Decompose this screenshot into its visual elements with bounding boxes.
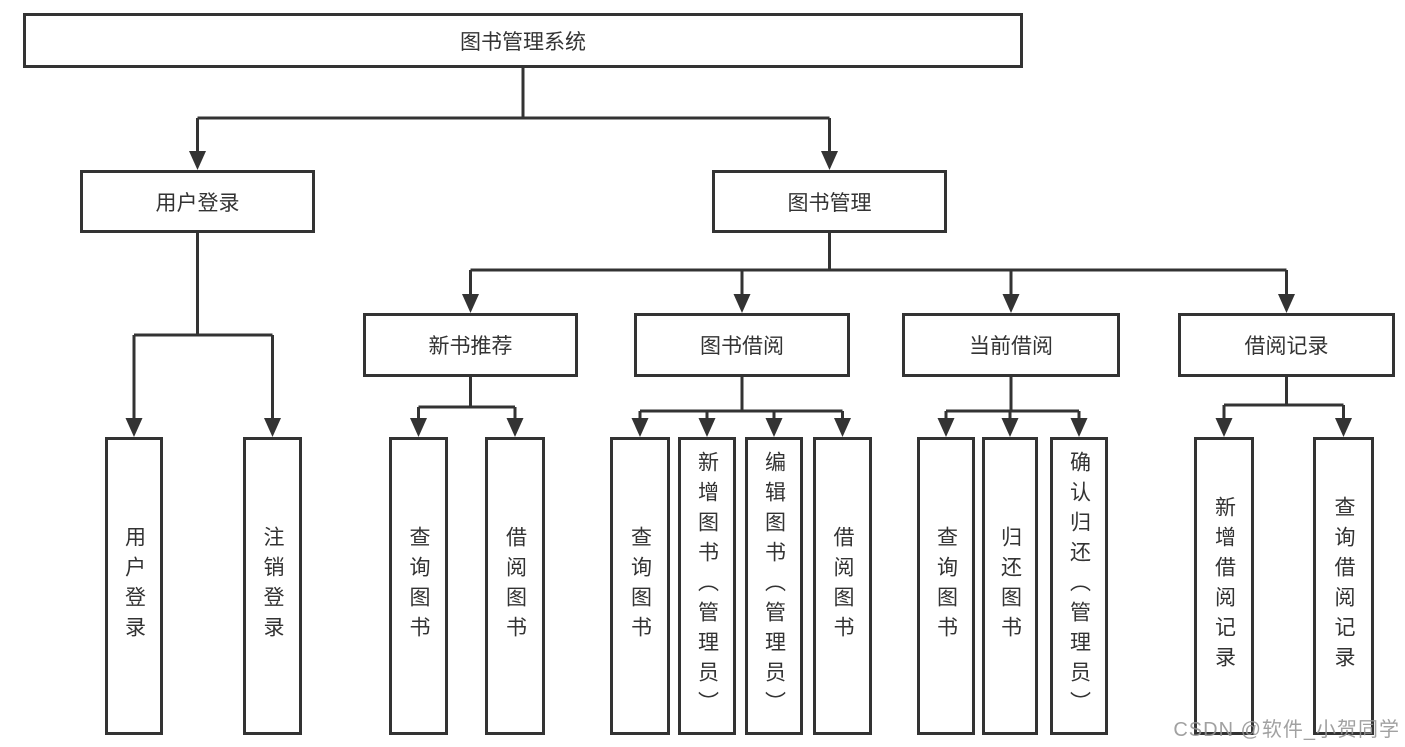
node-leaf-bb-query-book: 查询图书 xyxy=(610,437,670,735)
node-leaf-cb-query-book: 查询图书 xyxy=(917,437,975,735)
node-leaf-cb-confirm-return: 确认归还（管理员） xyxy=(1050,437,1108,735)
node-current-borrow: 当前借阅 xyxy=(902,313,1120,377)
node-new-book-rec-label: 新书推荐 xyxy=(428,335,513,358)
node-leaf-user-login: 用户登录 xyxy=(105,437,163,735)
node-leaf-logout: 注销登录 xyxy=(243,437,302,735)
arrowhead xyxy=(1002,294,1020,313)
arrowhead xyxy=(698,418,716,437)
node-leaf-br-add-record: 新增借阅记录 xyxy=(1194,437,1254,735)
node-leaf-bb-borrow-book-label: 借阅图书 xyxy=(831,526,854,646)
node-leaf-bb-add-book: 新增图书（管理员） xyxy=(678,437,736,735)
node-leaf-bb-add-book-label: 新增图书（管理员） xyxy=(695,451,719,721)
node-leaf-rec-borrow-book: 借阅图书 xyxy=(485,437,545,735)
connector-new-book-branch xyxy=(410,377,524,437)
arrowhead xyxy=(506,418,524,437)
node-new-book-rec: 新书推荐 xyxy=(363,313,578,377)
node-leaf-bb-edit-book-label: 编辑图书（管理员） xyxy=(762,451,786,721)
node-leaf-logout-label: 注销登录 xyxy=(261,526,284,646)
arrowhead xyxy=(1335,418,1352,437)
csdn-watermark: CSDN @软件_小贺同学 xyxy=(1173,719,1400,741)
node-leaf-bb-borrow-book: 借阅图书 xyxy=(813,437,872,735)
arrowhead xyxy=(189,151,206,170)
arrowhead xyxy=(1001,418,1019,437)
arrowhead xyxy=(937,418,955,437)
node-leaf-rec-query-book-label: 查询图书 xyxy=(407,526,430,646)
node-leaf-bb-query-book-label: 查询图书 xyxy=(628,526,652,646)
node-borrow-records-label: 借阅记录 xyxy=(1244,335,1329,358)
node-leaf-cb-return-book: 归还图书 xyxy=(982,437,1038,735)
connector-book-borrow-branch xyxy=(631,377,851,437)
connector-current-borrow-branch xyxy=(937,377,1088,437)
arrowhead xyxy=(1215,418,1233,437)
node-book-mgmt-label: 图书管理 xyxy=(787,191,872,215)
arrowhead xyxy=(631,418,649,437)
node-borrow-records: 借阅记录 xyxy=(1178,313,1395,377)
node-root-label: 图书管理系统 xyxy=(460,30,586,54)
arrowhead xyxy=(125,418,143,437)
node-leaf-br-query-record: 查询借阅记录 xyxy=(1313,437,1374,735)
node-book-borrow-label: 图书借阅 xyxy=(700,335,784,358)
arrowhead xyxy=(410,418,427,437)
node-leaf-rec-borrow-book-label: 借阅图书 xyxy=(503,526,527,646)
arrowhead xyxy=(834,418,851,437)
node-leaf-cb-confirm-return-label: 确认归还（管理员） xyxy=(1067,451,1091,721)
arrowhead xyxy=(1070,418,1088,437)
node-user-login: 用户登录 xyxy=(80,170,315,233)
node-leaf-cb-return-book-label: 归还图书 xyxy=(998,526,1022,646)
node-leaf-user-login-label: 用户登录 xyxy=(122,526,146,646)
node-leaf-rec-query-book: 查询图书 xyxy=(389,437,448,735)
connector-borrow-records-branch xyxy=(1215,377,1352,437)
node-leaf-br-query-record-label: 查询借阅记录 xyxy=(1332,496,1355,676)
node-current-borrow-label: 当前借阅 xyxy=(969,335,1053,358)
connector-root-to-level2 xyxy=(189,68,838,170)
arrowhead xyxy=(1278,294,1295,313)
arrowhead xyxy=(733,294,751,313)
node-leaf-bb-edit-book: 编辑图书（管理员） xyxy=(745,437,803,735)
connector-user-login-branch xyxy=(125,233,281,437)
arrowhead xyxy=(264,418,281,437)
arrowhead xyxy=(765,418,783,437)
node-user-login-label: 用户登录 xyxy=(155,191,240,215)
node-leaf-br-add-record-label: 新增借阅记录 xyxy=(1212,496,1236,676)
node-root: 图书管理系统 xyxy=(23,13,1023,68)
arrowhead xyxy=(462,294,479,313)
node-book-mgmt: 图书管理 xyxy=(712,170,947,233)
arrowhead xyxy=(821,151,838,170)
node-leaf-cb-query-book-label: 查询图书 xyxy=(934,526,958,646)
node-book-borrow: 图书借阅 xyxy=(634,313,850,377)
connector-book-mgmt-branch xyxy=(462,233,1295,313)
